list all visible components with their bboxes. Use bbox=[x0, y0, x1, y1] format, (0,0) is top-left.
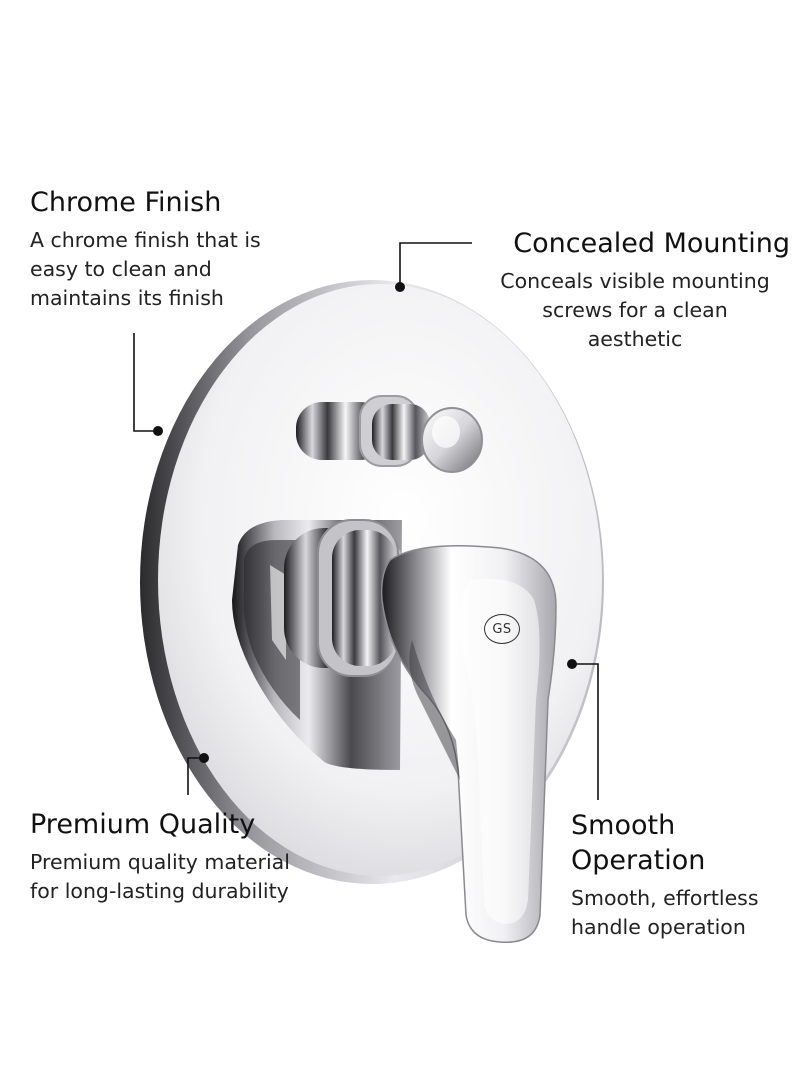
callout-lines bbox=[133, 242, 599, 800]
feature-desc-concealed-mounting: Conceals visible mounting screws for a c… bbox=[500, 269, 770, 351]
callout-line-chrome bbox=[133, 333, 158, 432]
feature-title-concealed-mounting: Concealed Mounting bbox=[513, 228, 790, 259]
feature-desc-smooth-operation: Smooth, effortless handle operation bbox=[571, 886, 759, 939]
gs-logo-text: GS bbox=[492, 621, 512, 637]
callout-line-smooth bbox=[572, 663, 599, 800]
feature-title-smooth-operation: Smooth Operation bbox=[571, 810, 706, 876]
feature-premium-quality: Premium Quality Premium quality material… bbox=[30, 808, 330, 906]
feature-title-chrome-finish: Chrome Finish bbox=[30, 187, 222, 218]
feature-smooth-operation: Smooth Operation Smooth, effortless hand… bbox=[571, 808, 791, 942]
callout-dot-chrome bbox=[153, 426, 163, 436]
feature-chrome-finish: Chrome Finish A chrome finish that is ea… bbox=[30, 186, 330, 313]
feature-desc-chrome-finish: A chrome finish that is easy to clean an… bbox=[30, 228, 261, 310]
feature-concealed-mounting: Concealed Mounting Conceals visible moun… bbox=[470, 227, 790, 354]
gs-logo: GS bbox=[484, 614, 520, 644]
feature-title-premium-quality: Premium Quality bbox=[30, 809, 256, 840]
diverter-button bbox=[296, 395, 483, 473]
callout-dot-conceal bbox=[395, 282, 405, 292]
handle-lever bbox=[380, 544, 557, 943]
callout-dot-premium bbox=[199, 753, 209, 763]
feature-desc-premium-quality: Premium quality material for long-lastin… bbox=[30, 850, 290, 903]
callout-line-conceal bbox=[399, 242, 472, 287]
callout-line-premium bbox=[187, 757, 204, 795]
callout-dot-smooth bbox=[567, 659, 577, 669]
